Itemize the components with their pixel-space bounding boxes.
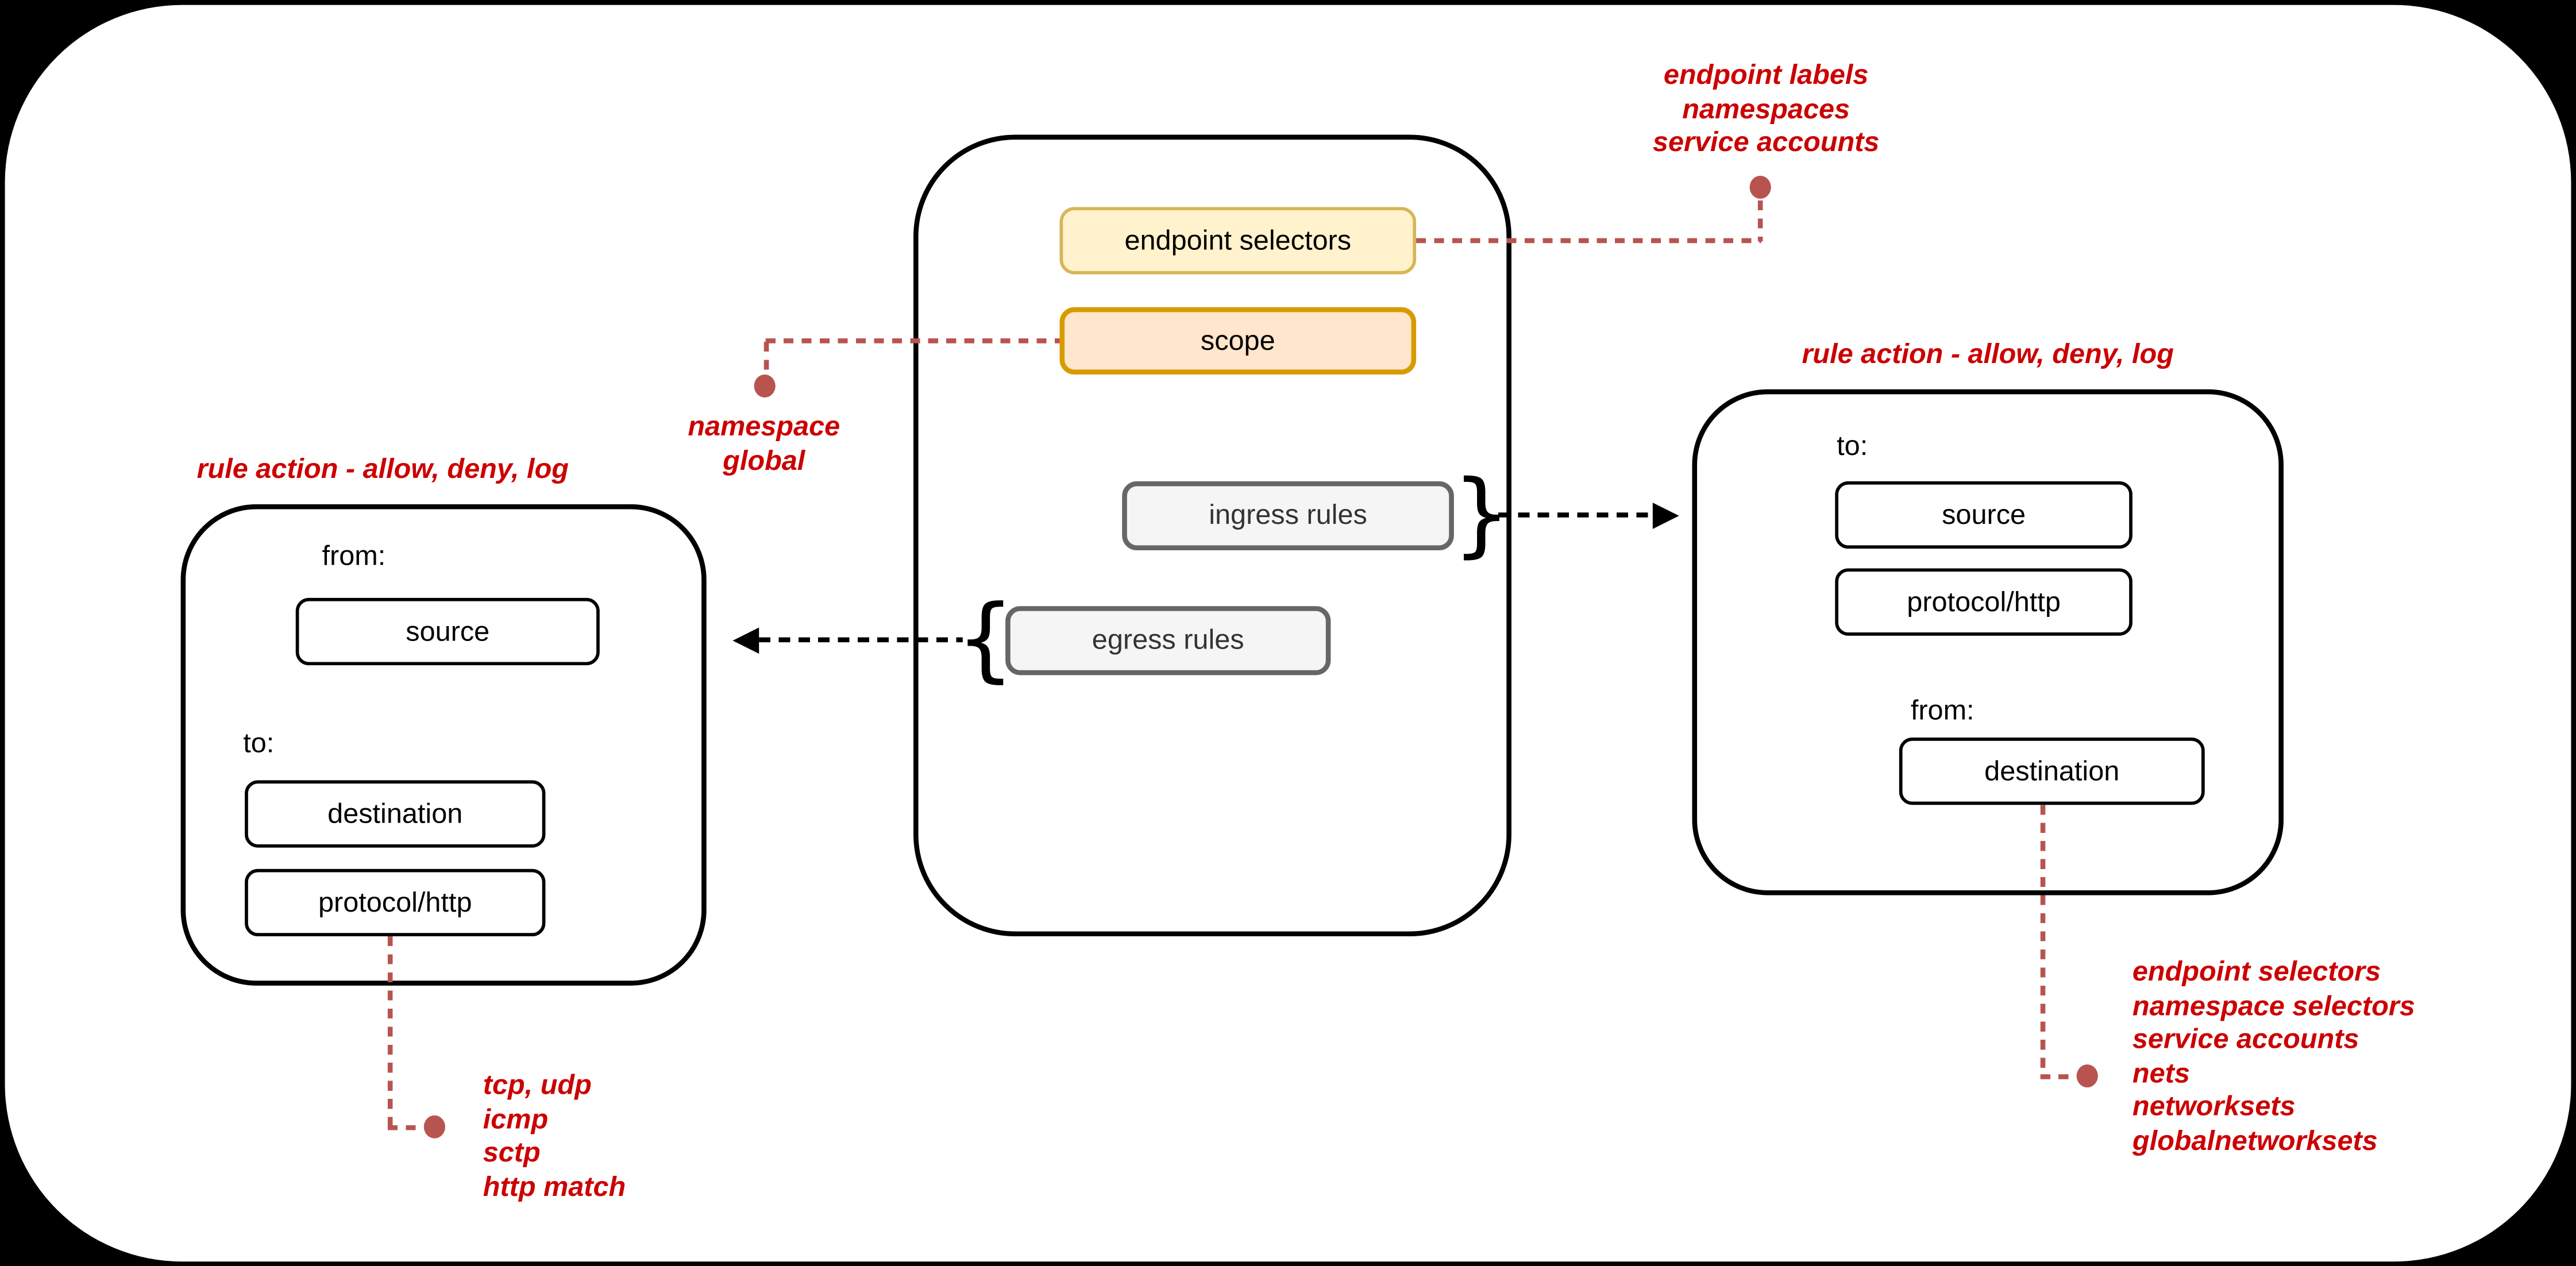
scope-note: namespace global [688,410,840,476]
ingress-source-box: source [1835,481,2132,549]
endpoint-note-connector-v [1757,200,1763,242]
scope-note-connector-dot [754,375,776,398]
endpoint-note-connector-dot [1749,175,1771,199]
ingress-detail-box [1692,389,2284,896]
egress-rule-action-note: rule action - allow, deny, log [196,453,569,485]
protocol-note-connector-v [387,936,392,1129]
ingress-arrow-line [1498,512,1656,518]
ingress-rules-box: ingress rules [1122,481,1454,550]
egress-source-box: source [295,597,600,666]
egress-arrow-line [759,637,963,643]
endpoint-selectors-box: endpoint selectors [1059,207,1417,275]
scope-note-connector-v [763,341,769,375]
egress-to-label: to: [243,727,275,759]
egress-brace-icon: { [956,586,1015,693]
destination-note: endpoint selectors namespace selectors s… [2132,956,2415,1156]
protocol-note-connector-h [387,1125,424,1130]
egress-rules-box: egress rules [1005,606,1331,676]
egress-destination-box: destination [245,780,546,848]
ingress-to-label: to: [1837,430,1868,462]
egress-arrow-head-icon [732,626,759,653]
ingress-destination-box: destination [1899,738,2205,805]
protocol-note: tcp, udp icmp sctp http match [483,1069,626,1202]
endpoint-selectors-note: endpoint labels namespaces service accou… [1652,59,1880,158]
destination-note-connector-h [2040,1074,2077,1079]
scope-note-connector-h [765,338,1060,343]
scope-box: scope [1059,307,1417,375]
ingress-from-label: from: [1910,694,1975,726]
destination-note-connector-dot [2076,1064,2098,1088]
ingress-rule-action-note: rule action - allow, deny, log [1802,338,2174,370]
egress-protocol-box: protocol/http [245,869,546,937]
destination-note-connector-v [2040,805,2045,1078]
egress-from-label: from: [322,540,386,572]
protocol-note-connector-dot [423,1115,445,1138]
ingress-protocol-box: protocol/http [1835,568,2132,636]
endpoint-note-connector-h [1416,238,1761,243]
ingress-arrow-head-icon [1652,501,1679,528]
